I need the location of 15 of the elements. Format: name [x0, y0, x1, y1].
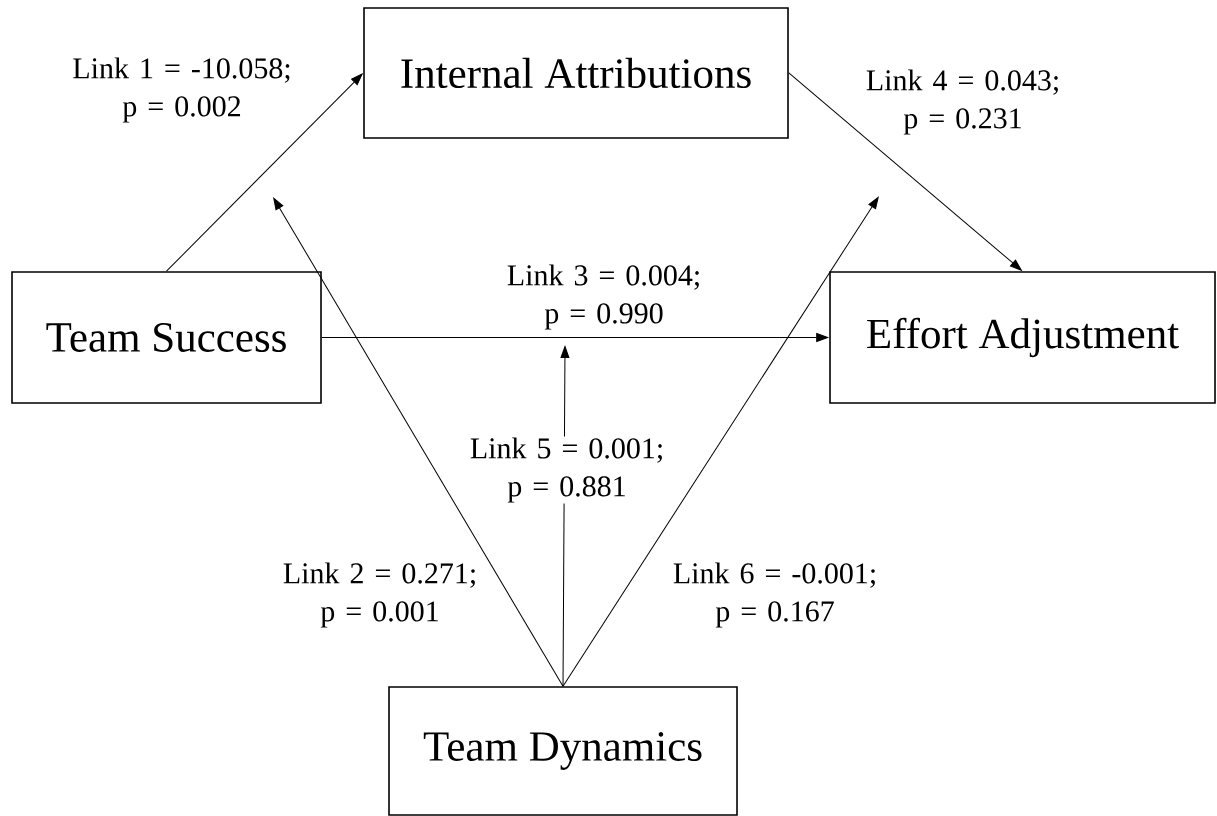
arrow: [166, 73, 363, 272]
edge-label: Link 2 = 0.271; p = 0.001: [283, 562, 475, 628]
arrow: [321, 333, 829, 342]
arrow: [788, 72, 1022, 271]
concept-box: Effort Adjustment: [829, 271, 1216, 404]
arrow: [562, 196, 879, 687]
concept-box: Team Dynamics: [388, 686, 738, 816]
edge-label: Link 3 = 0.004; p = 0.990: [507, 264, 699, 330]
edge-label: Link 4 = 0.043; p = 0.231: [866, 69, 1058, 135]
concept-box: Team Success: [11, 271, 322, 404]
concept-box: Internal Attributions: [363, 7, 789, 139]
edge-label: Link 5 = 0.001; p = 0.881: [458, 436, 676, 504]
edge-label: Link 6 = -0.001; p = 0.167: [673, 562, 875, 628]
arrow: [273, 197, 564, 687]
edge-label: Link 1 = -10.058; p = 0.002: [73, 57, 290, 123]
